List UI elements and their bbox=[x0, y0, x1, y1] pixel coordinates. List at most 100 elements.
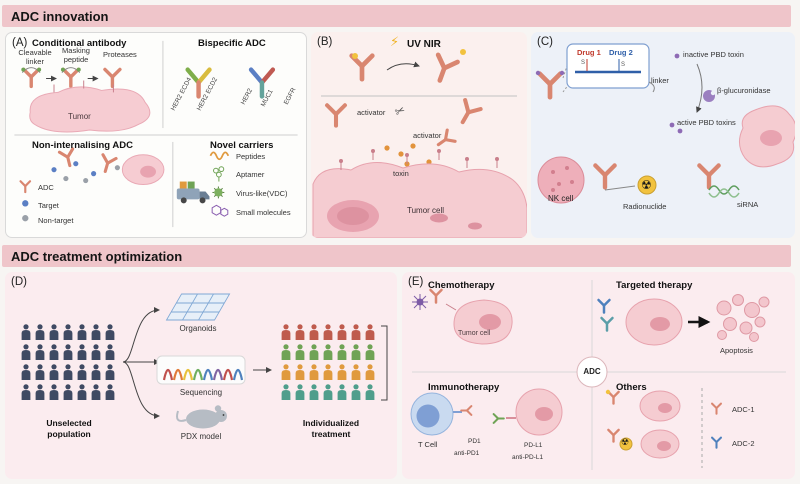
tumor-blob bbox=[29, 80, 151, 133]
active-pbd-label: active PBD toxins bbox=[677, 118, 736, 127]
tumor-label: Tumor bbox=[68, 112, 91, 121]
inactive-toxin-dot bbox=[674, 53, 680, 59]
pd1-label: PD1 bbox=[468, 438, 481, 445]
panel-b-graphics bbox=[312, 49, 527, 238]
legend-icons bbox=[19, 180, 32, 222]
radionuclide-label: Radionuclide bbox=[623, 202, 667, 211]
glucuronidase-label: β-glucuronidase bbox=[717, 86, 771, 95]
adc-hub-label: ADC bbox=[583, 367, 601, 376]
anti-pd1-label: anti-PD1 bbox=[454, 450, 480, 457]
novel-carriers-title: Novel carriers bbox=[210, 140, 274, 151]
apoptosis-label: Apoptosis bbox=[720, 346, 753, 355]
legend-target-label: Target bbox=[38, 201, 59, 210]
adc-hub-circle bbox=[576, 356, 608, 388]
radiation-icon: ☢ bbox=[641, 178, 652, 192]
panel-d-tag: (D) bbox=[11, 276, 27, 288]
adc1-label: ADC-1 bbox=[732, 405, 755, 414]
tumor-cell-label: Tumor cell bbox=[407, 206, 445, 215]
carrier-icons bbox=[209, 151, 230, 217]
linker-label: linker bbox=[651, 76, 669, 85]
aptamer-icon bbox=[213, 166, 225, 182]
grouping-bracket bbox=[381, 325, 388, 401]
non-internalising-scene bbox=[51, 147, 165, 186]
chemo-scene bbox=[412, 288, 513, 345]
panel-d: (D) Organoids Sequencing PDX model Unsel… bbox=[5, 272, 397, 479]
pdl1-label: PD-L1 bbox=[524, 442, 543, 449]
unselected-population-label: Unselected population bbox=[46, 418, 92, 439]
adc2-label: ADC-2 bbox=[732, 439, 755, 448]
nk-cell-icon bbox=[537, 156, 585, 204]
masked-adc-icons bbox=[21, 67, 122, 89]
panel-c: (C) Drug 1 Drug 2 S S linker inactive PB… bbox=[531, 32, 795, 238]
peptides-label: Peptides bbox=[236, 152, 266, 161]
drug1-label: Drug 1 bbox=[577, 48, 601, 57]
conditional-antibody-title: Conditional antibody bbox=[32, 38, 127, 49]
nk-cell-label: NK cell bbox=[548, 194, 574, 203]
uv-nir-title: UV NIR bbox=[407, 39, 441, 50]
section-header-innovation: ADC innovation bbox=[2, 5, 791, 27]
drug2-label: Drug 2 bbox=[609, 48, 633, 57]
individualized-treatment-label: Individualized treatment bbox=[302, 418, 360, 439]
bispecific-adc-icons bbox=[185, 67, 276, 99]
activator-label-2: activator bbox=[413, 131, 442, 140]
targeted-scene bbox=[597, 294, 770, 346]
targeted-therapy-title: Targeted therapy bbox=[616, 280, 693, 291]
uv-activation-scene bbox=[352, 49, 466, 84]
immuno-scene bbox=[410, 388, 563, 436]
sequencing-label: Sequencing bbox=[179, 388, 223, 397]
small-molecule-icon bbox=[211, 204, 229, 217]
toxin-activation bbox=[669, 53, 795, 168]
pdx-mouse-icon bbox=[176, 405, 227, 429]
apoptosis-bodies bbox=[716, 294, 770, 342]
non-internalising-title: Non-internalising ADC bbox=[32, 140, 133, 151]
chemo-molecule-icon bbox=[416, 298, 424, 306]
linker-zoom-box bbox=[566, 43, 650, 89]
lightning-icon: ⚡ bbox=[390, 35, 400, 50]
tumor-cell-blob bbox=[312, 149, 527, 238]
truck-icon bbox=[176, 181, 210, 204]
disulfide-s1-label: S bbox=[581, 60, 586, 66]
virus-like-label: Virus-like(VDC) bbox=[236, 189, 288, 198]
panel-b: (B) ⚡ UV NIR activator ✂ activator toxin… bbox=[311, 32, 527, 238]
pdx-model-label: PDX model bbox=[180, 432, 222, 441]
t-cell-label: T Cell bbox=[418, 440, 438, 449]
toxin-label: toxin bbox=[393, 169, 409, 178]
others-scene bbox=[605, 388, 722, 468]
innovation-title: ADC innovation bbox=[11, 8, 109, 24]
sirna-label: siRNA bbox=[737, 200, 759, 209]
small-molecules-label: Small molecules bbox=[236, 208, 291, 217]
legend-non-target-label: Non-target bbox=[38, 216, 74, 225]
adc-structure bbox=[535, 43, 655, 97]
peptide-icon bbox=[209, 151, 230, 161]
payload-variants bbox=[537, 156, 740, 204]
tumor-cell-label-e: Tumor cell bbox=[458, 330, 491, 337]
disulfide-s2-label: S bbox=[621, 62, 626, 68]
panel-a-tag: (A) bbox=[12, 37, 28, 49]
immunotherapy-title: Immunotherapy bbox=[428, 382, 500, 393]
panel-a-graphics bbox=[14, 40, 298, 228]
branch-arrows bbox=[122, 307, 160, 419]
others-title: Others bbox=[616, 382, 647, 393]
masking-peptide-label: Masking peptide bbox=[62, 46, 90, 65]
panel-c-tag: (C) bbox=[537, 36, 553, 48]
panel-a: (A) Conditional antibody Cleavable linke… bbox=[5, 32, 307, 238]
organoids-label: Organoids bbox=[179, 324, 217, 333]
activator-label-1: activator bbox=[357, 108, 386, 117]
individualized-crowd bbox=[281, 324, 375, 400]
section-header-optimization: ADC treatment optimization bbox=[2, 245, 791, 267]
virus-icon bbox=[212, 186, 225, 199]
panel-e-tag: (E) bbox=[408, 276, 424, 288]
anti-pdl1-label: anti-PD-L1 bbox=[512, 454, 544, 461]
unselected-crowd bbox=[21, 324, 115, 400]
organoids-icon bbox=[165, 293, 231, 321]
inactive-pbd-label: inactive PBD toxin bbox=[683, 50, 744, 59]
panel-e: (E) Chemotherapy Tumor cell Targeted the… bbox=[402, 272, 795, 479]
sequencing-icon bbox=[156, 355, 246, 385]
radiation-icon-small: ☢ bbox=[621, 438, 630, 448]
panel-b-tag: (B) bbox=[317, 36, 333, 48]
chemotherapy-title: Chemotherapy bbox=[428, 280, 495, 291]
panel-d-graphics bbox=[21, 293, 388, 429]
panel-e-graphics bbox=[410, 280, 786, 470]
legend-adc-label: ADC bbox=[38, 183, 54, 192]
